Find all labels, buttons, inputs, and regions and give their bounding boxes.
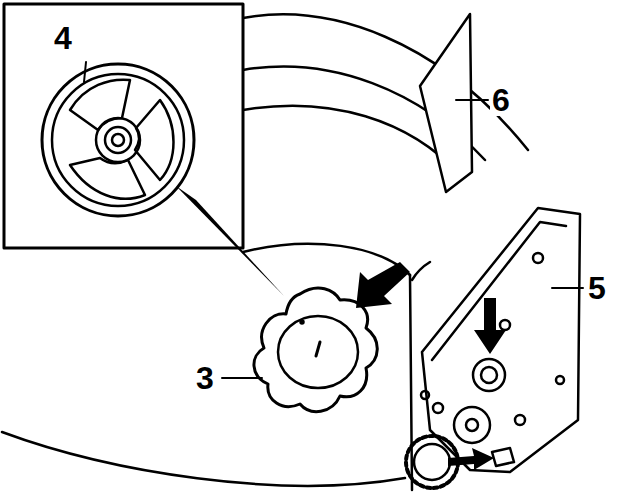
callout-number: 3 (194, 362, 216, 394)
callout-number: 5 (586, 272, 608, 304)
callout-number: 6 (490, 84, 512, 116)
callout-number: 4 (52, 22, 74, 54)
